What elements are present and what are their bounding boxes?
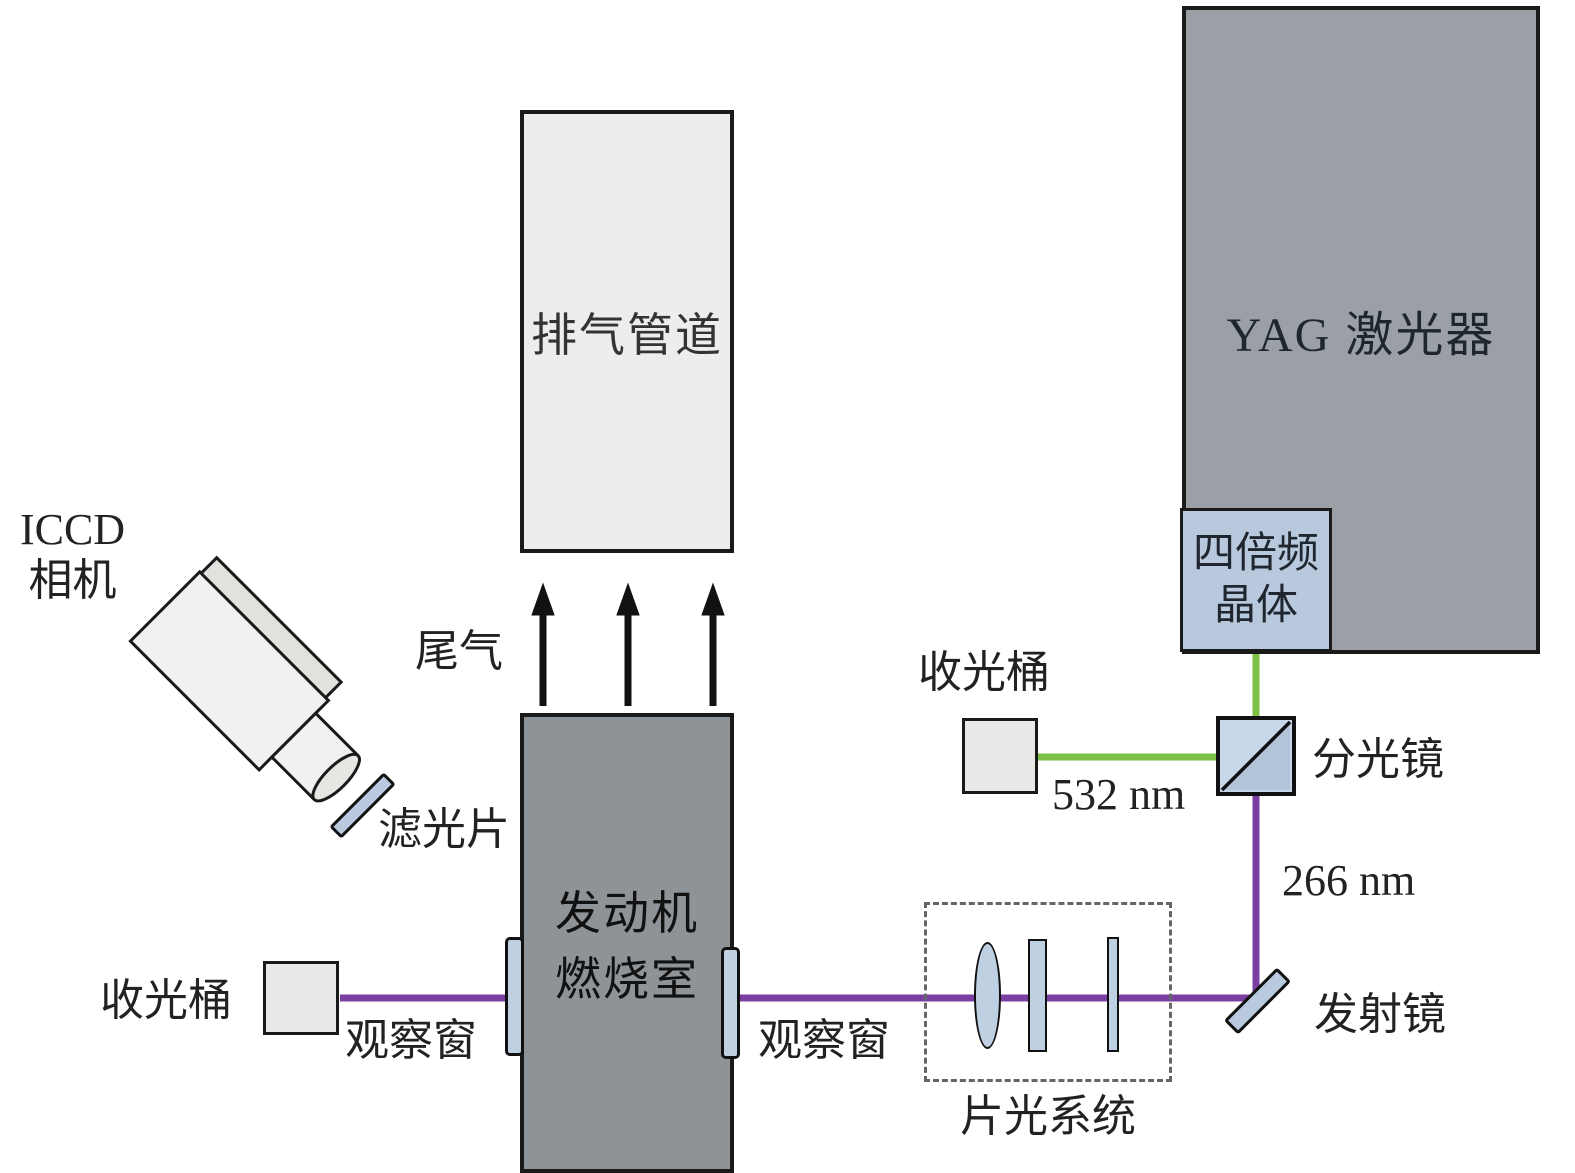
- cylindrical-lens: [974, 942, 1001, 1049]
- exhaust-gas-label: 尾气: [415, 627, 503, 676]
- exhaust-arrow-head: [616, 582, 640, 616]
- thin-plate-lens: [1107, 937, 1119, 1052]
- sheet-optics-label: 片光系统: [960, 1092, 1136, 1141]
- crystal-label-line1: 四倍频: [1192, 530, 1319, 577]
- crystal-label-line2: 晶体: [1213, 583, 1298, 629]
- camera-lens-front: [311, 752, 361, 803]
- iccd-label-line2: 相机: [28, 555, 117, 605]
- exhaust-arrow-head: [701, 582, 725, 616]
- beam-266nm-label: 266 nm: [1282, 856, 1416, 905]
- observation-window-left: [505, 937, 524, 1056]
- yag-laser-label: YAG 激光器: [1226, 309, 1496, 362]
- iccd-camera: [128, 555, 361, 803]
- fourth-harmonic-crystal: 四倍频 晶体: [1180, 508, 1332, 652]
- beam-splitter-cube: [1216, 716, 1296, 796]
- beam-dump-532: [962, 718, 1038, 794]
- chamber-label-line1: 发动机: [555, 888, 699, 939]
- beam-dump-uv: [263, 961, 339, 1035]
- filter-label: 滤光片: [378, 805, 510, 854]
- observation-window-right: [721, 947, 740, 1059]
- beam-dump-right-label: 收光桶: [918, 648, 1050, 697]
- plate-lens: [1028, 939, 1047, 1052]
- beam-splitter-diagonal: [1220, 720, 1292, 792]
- window-right-label: 观察窗: [758, 1016, 890, 1065]
- beam-532nm-label: 532 nm: [1052, 770, 1186, 819]
- sheet-optics-box: [924, 902, 1172, 1082]
- splitter-diagonal-line: [1220, 720, 1292, 792]
- chamber-label-line2: 燃烧室: [555, 954, 699, 1005]
- combustion-chamber: 发动机 燃烧室: [520, 713, 734, 1173]
- beam-dump-left-label: 收光桶: [100, 976, 232, 1025]
- iccd-label-line1: ICCD: [19, 505, 126, 554]
- beam-splitter-label: 分光镜: [1312, 735, 1444, 784]
- iccd-camera-label: ICCD 相机: [0, 505, 145, 606]
- exhaust-arrow-head: [531, 582, 555, 616]
- turning-mirror-label: 发射镜: [1314, 990, 1446, 1039]
- window-left-label: 观察窗: [345, 1016, 477, 1065]
- exhaust-pipe: 排气管道: [520, 110, 734, 553]
- exhaust-pipe-label: 排气管道: [531, 309, 723, 361]
- exhaust-arrows: [531, 582, 725, 706]
